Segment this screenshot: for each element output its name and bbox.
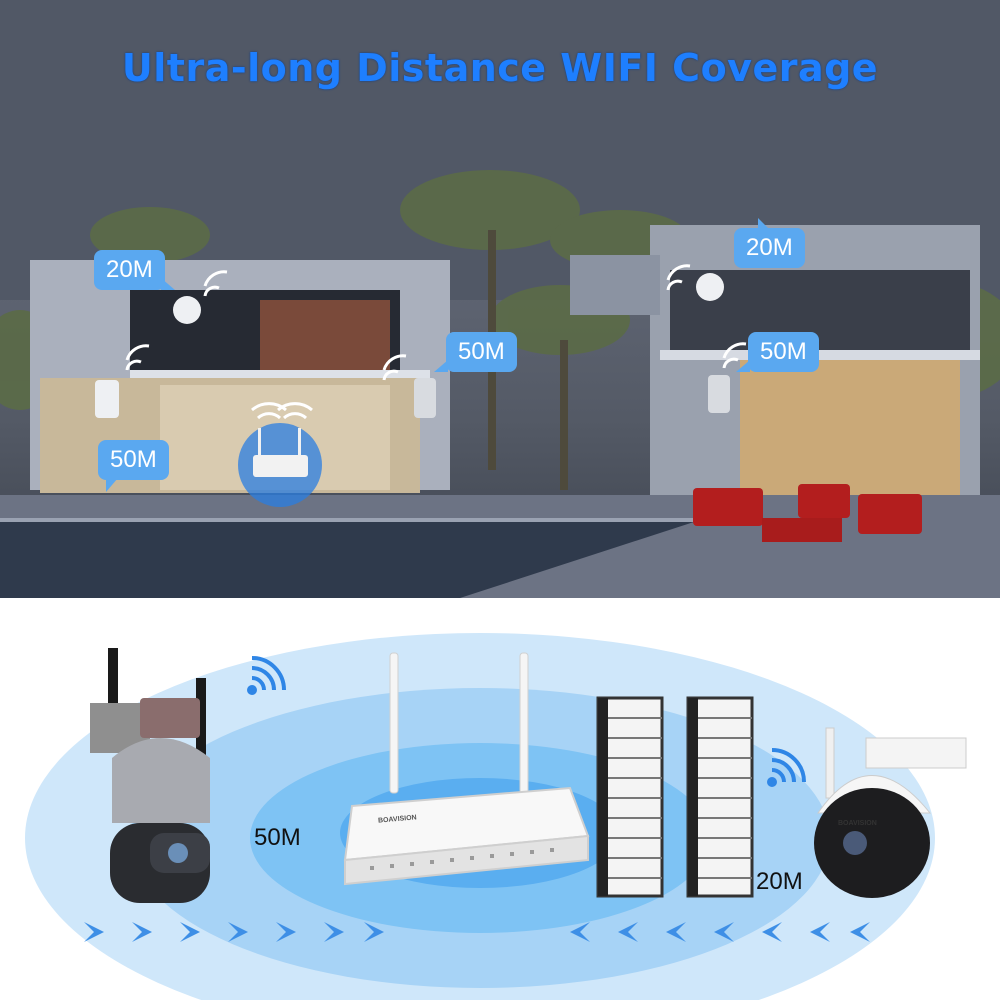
signal-arrows-left [570,922,870,942]
wifi-icon-left [247,656,286,695]
range-label-50m-right: 50M [736,332,819,372]
signal-arrows-right [84,922,384,942]
distance-label-left: 50M [254,824,301,851]
camera-brand-label: BOAVISION [838,820,877,827]
range-label-20m-left: 20M [94,250,175,290]
dome-camera-right [814,727,967,898]
coverage-ellipses [25,633,967,1000]
coverage-diagram: 50M 20M BOAVISION BOAVISION [0,598,1000,1000]
ptz-camera-left [90,648,210,903]
house-scene: Ultra-long Distance WIFI Coverage 20M 50… [0,0,1000,598]
distance-label-right: 20M [756,868,803,895]
headline: Ultra-long Distance WIFI Coverage [121,46,879,90]
router-device [343,652,590,886]
wifi-icon-right [767,748,806,787]
range-label-50m-left: 50M [98,440,169,492]
range-label-20m-right: 20M [734,218,805,268]
range-label-50m-center: 50M [434,332,517,372]
